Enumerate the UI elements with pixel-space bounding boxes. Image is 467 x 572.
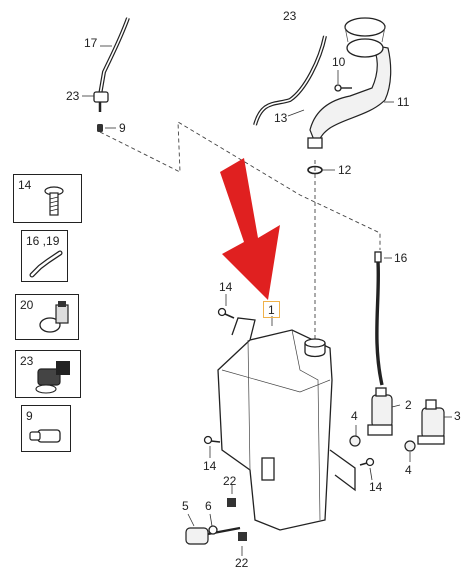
- label-6: 6: [205, 499, 212, 513]
- label-2: 2: [405, 398, 412, 412]
- label-11: 11: [397, 95, 410, 109]
- label-16: 16: [394, 251, 408, 265]
- label-9: 9: [119, 121, 126, 135]
- label-23: 23: [66, 89, 80, 103]
- grommet-4a: [349, 435, 361, 447]
- bolt-14-upper: [217, 307, 235, 319]
- legend-label: 16 ,19: [26, 234, 60, 248]
- label-1: 1: [268, 303, 275, 317]
- washer-reservoir-1: [217, 317, 356, 531]
- label-10: 10: [332, 55, 346, 69]
- hose-connector-icon: [29, 250, 63, 278]
- label-14-left: 14: [203, 459, 217, 473]
- holder-clip-icon: [35, 361, 70, 394]
- clamp-icon: [39, 301, 69, 333]
- legend-box-connector: 16 ,19: [21, 230, 68, 282]
- label-5: 5: [182, 499, 189, 513]
- part-1-highlight: [263, 301, 280, 318]
- callout-lines: [82, 45, 452, 556]
- label-12: 12: [338, 163, 352, 177]
- legend-label: 23: [20, 354, 34, 368]
- label-17: 17: [84, 36, 98, 50]
- bolt-14-right: [359, 457, 375, 467]
- clip-23: [93, 91, 109, 112]
- seal-6: [208, 525, 218, 535]
- nozzle-9-top: [97, 124, 103, 132]
- filler-neck-11: [307, 17, 392, 149]
- bolt-14-left: [203, 435, 221, 445]
- label-23-top: 23: [283, 9, 297, 23]
- bolt-10: [334, 84, 352, 92]
- clip-22-lower: [238, 532, 247, 541]
- legend-box-clamp: 20: [15, 294, 79, 340]
- grommet-4b: [404, 440, 416, 452]
- label-22-upper: 22: [223, 474, 237, 488]
- label-3: 3: [454, 409, 461, 423]
- pump-3: [417, 399, 445, 445]
- hose-16: [374, 251, 384, 386]
- bolt-icon: [44, 186, 64, 216]
- label-22-lower: 22: [235, 556, 249, 570]
- pump-2: [367, 387, 393, 436]
- red-arrow: [220, 158, 280, 300]
- label-4-right: 4: [405, 463, 412, 477]
- clip-22-upper: [227, 498, 236, 507]
- dashed-leader-lines: [99, 121, 381, 340]
- legend-box-bolt: 14: [13, 174, 82, 223]
- hose-13: [253, 35, 327, 126]
- legend-label: 20: [20, 298, 34, 312]
- hose-17: [98, 17, 130, 96]
- label-13: 13: [274, 111, 288, 125]
- label-14-upper: 14: [219, 280, 233, 294]
- legend-label: 9: [26, 409, 33, 423]
- label-14-right: 14: [369, 480, 383, 494]
- legend-box-nozzle: 9: [21, 405, 71, 452]
- nozzle-icon: [29, 429, 61, 443]
- label-4-left: 4: [351, 409, 358, 423]
- legend-box-holder: 23: [15, 350, 81, 398]
- legend-label: 14: [18, 178, 32, 192]
